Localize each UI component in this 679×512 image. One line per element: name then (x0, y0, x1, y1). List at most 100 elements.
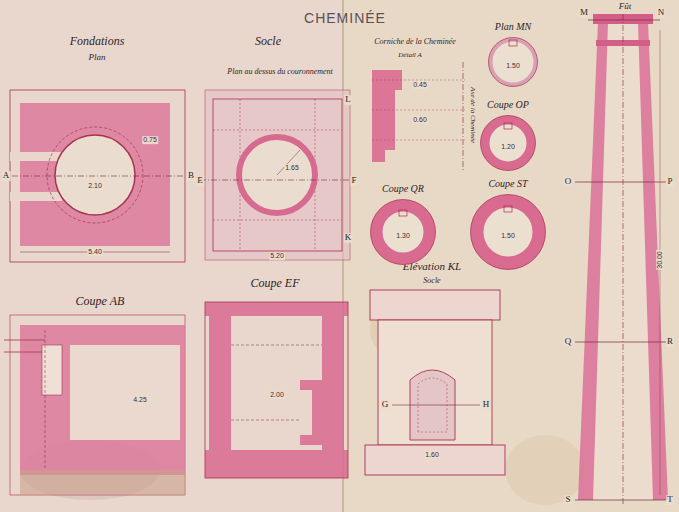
section-ef-part (205, 450, 348, 478)
plinth-plan-part (200, 180, 350, 181)
drawing-title: CHEMINÉE (304, 10, 386, 26)
section-heading: Coupe QR (368, 183, 438, 195)
dimension-text: 2.10 (87, 182, 103, 190)
dimension-text: 1.60 (424, 451, 440, 459)
section-letter: Q (564, 337, 573, 347)
section-letter: E (196, 176, 204, 186)
section-heading: Plan MN (486, 21, 540, 33)
view-heading: Plan (89, 53, 106, 63)
elevation-kl (365, 290, 505, 475)
cornice-detail-part (372, 140, 465, 141)
section-letter: M (579, 8, 589, 18)
section-letter: A (2, 171, 11, 181)
dimension-text: 2.00 (269, 391, 285, 399)
plinth-plan-part (277, 150, 300, 175)
section-ef-part (231, 420, 300, 421)
section-letter: G (381, 400, 390, 410)
section-heading: Coupe OP (478, 99, 538, 111)
section-heading: Coupe ST (468, 178, 548, 190)
ring-edge (371, 200, 436, 265)
section-ring: Coupe OP1.20 (478, 99, 538, 171)
chimney-shaft-part (623, 14, 624, 505)
section-ef-part (205, 302, 348, 478)
elevation-kl-part (370, 290, 500, 320)
ring-edge (489, 38, 538, 87)
ring-wall (485, 120, 531, 166)
section-letter: L (344, 95, 352, 105)
dimension-text: 30.00 (656, 250, 664, 270)
section-letter: S (564, 495, 571, 505)
section-letter: T (666, 495, 674, 505)
foundation-plan (10, 90, 185, 262)
dimension-text: 1.65 (284, 164, 300, 172)
section-ring: Coupe ST 1.50 (468, 178, 548, 270)
ring-dimension: 1.50 (501, 232, 515, 239)
section-letter: F (350, 176, 357, 186)
view-heading: Détail A (398, 52, 421, 60)
section-ab-part (20, 470, 185, 495)
foundation-plan-part (55, 135, 135, 215)
elevation-kl-part (378, 320, 492, 445)
section-letter: B (187, 171, 195, 181)
view-heading: Axe de la Cheminée (468, 87, 476, 143)
view-heading: Plan au dessus du couronnement (227, 68, 332, 77)
dimension-text: 0.75 (142, 136, 158, 144)
ring-dimension: 1.50 (506, 62, 520, 69)
foundation-plan-part (10, 90, 185, 262)
paper-part (505, 435, 585, 505)
section-letter: N (657, 8, 666, 18)
plinth-plan-part (213, 220, 342, 221)
section-letter: O (564, 177, 573, 187)
view-heading: Fût (619, 2, 632, 12)
plinth-plan (200, 90, 350, 260)
foundation-plan-part (12, 176, 184, 177)
ring-edge (471, 195, 546, 270)
elevation-kl-part (365, 445, 505, 475)
section-ab-part (45, 330, 46, 470)
ring-dimension: 1.30 (396, 232, 410, 239)
ring-wall (477, 201, 539, 263)
view-heading: Socle (423, 277, 440, 286)
section-letter: R (666, 337, 674, 347)
chimney-shaft-part (588, 20, 660, 21)
dimension-text: 4.25 (132, 396, 148, 404)
chimney-shaft-part (575, 182, 666, 183)
plinth-plan-part (205, 90, 350, 260)
ring-wall (377, 206, 430, 259)
dimension-text: 0.60 (412, 116, 428, 124)
foundation-plan-part (47, 127, 143, 223)
dimension-text: 5.40 (87, 248, 103, 256)
view-heading: Corniche de la Cheminée (374, 38, 456, 47)
section-ef (205, 302, 348, 478)
section-letter: K (344, 233, 353, 243)
chimney-shaft (575, 14, 668, 505)
section-ef-part (205, 302, 348, 316)
section-ef-part (300, 380, 322, 445)
section-ab-part (10, 315, 185, 495)
elevation-kl-part (392, 405, 480, 406)
section-ab-part (70, 345, 180, 440)
flue-opening (399, 210, 407, 216)
section-ab-part (4, 352, 45, 353)
section-ef-part (231, 345, 322, 346)
view-heading: Coupe AB (76, 295, 125, 308)
plinth-plan-part (239, 137, 315, 213)
cornice-detail-part (372, 110, 465, 111)
cornice-detail (372, 62, 465, 170)
flue-opening (504, 206, 512, 212)
section-ring: Coupe QR 1.30 (368, 183, 438, 265)
section-ef-part (322, 316, 344, 450)
chimney-shaft-part (575, 342, 666, 343)
section-ef-part (209, 316, 231, 450)
dimension-text: 0.45 (412, 81, 428, 89)
ring-edge (481, 116, 536, 171)
foundation-plan-part (10, 152, 62, 161)
section-ring: Plan MN 1.50 (486, 21, 540, 87)
ring-wall (491, 40, 536, 85)
cornice-detail-part (372, 70, 402, 162)
foundation-plan-part (10, 192, 62, 201)
view-heading: Fondations (70, 35, 125, 48)
cornice-detail-part (463, 62, 464, 170)
